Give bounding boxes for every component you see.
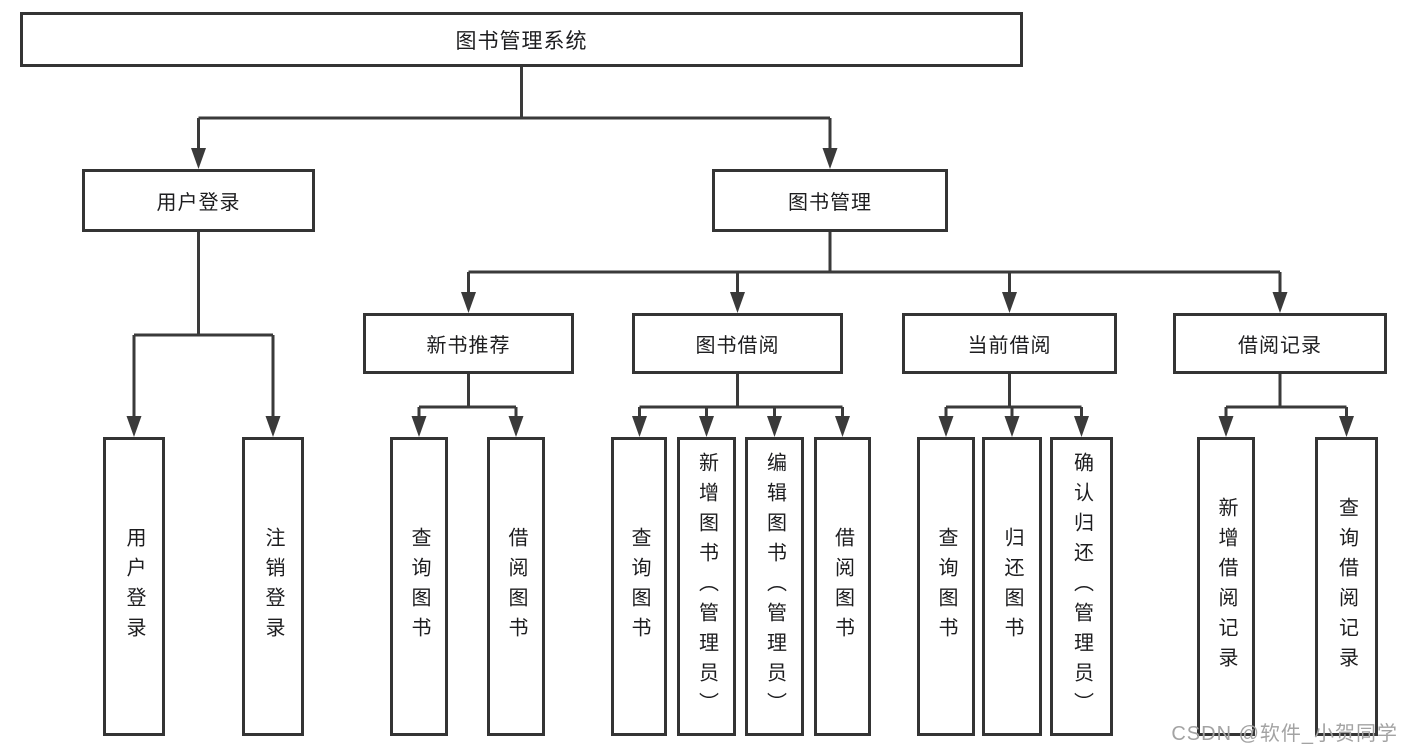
node-current-borrow-label: 当前借阅 xyxy=(967,335,1052,357)
leaf-return-books-label: 归还图书 xyxy=(1001,526,1023,647)
node-new-book-recommend: 新书推荐 xyxy=(363,313,574,374)
leaf-return-books: 归还图书 xyxy=(982,437,1042,736)
node-current-borrow: 当前借阅 xyxy=(902,313,1117,374)
node-book-borrow: 图书借阅 xyxy=(632,313,843,374)
leaf-query-books-current: 查询图书 xyxy=(917,437,975,736)
leaf-confirm-return-admin: 确认归还（管理员） xyxy=(1050,437,1113,736)
leaf-query-books-recommend: 查询图书 xyxy=(390,437,448,736)
node-user-login-label: 用户登录 xyxy=(156,192,241,214)
leaf-user-login: 用户登录 xyxy=(103,437,165,736)
leaf-borrow-books: 借阅图书 xyxy=(814,437,871,736)
leaf-add-books-admin-label: 新增图书（管理员） xyxy=(695,451,718,722)
leaf-query-books-current-label: 查询图书 xyxy=(935,526,957,647)
node-root: 图书管理系统 xyxy=(20,12,1023,67)
leaf-borrow-books-recommend-label: 借阅图书 xyxy=(505,526,527,647)
node-borrow-records-label: 借阅记录 xyxy=(1238,335,1322,357)
leaf-query-books-recommend-label: 查询图书 xyxy=(408,526,430,647)
leaf-borrow-books-recommend: 借阅图书 xyxy=(487,437,545,736)
leaf-confirm-return-admin-label: 确认归还（管理员） xyxy=(1070,451,1093,722)
node-book-borrow-label: 图书借阅 xyxy=(695,335,780,357)
leaf-logout: 注销登录 xyxy=(242,437,304,736)
leaf-logout-label: 注销登录 xyxy=(262,526,284,647)
node-book-management-label: 图书管理 xyxy=(788,192,872,214)
leaf-add-borrow-record: 新增借阅记录 xyxy=(1197,437,1255,736)
node-borrow-records: 借阅记录 xyxy=(1173,313,1387,374)
leaf-query-borrow-record-label: 查询借阅记录 xyxy=(1335,496,1358,677)
node-user-login: 用户登录 xyxy=(82,169,315,232)
leaf-borrow-books-label: 借阅图书 xyxy=(831,526,854,647)
leaf-query-books-borrow: 查询图书 xyxy=(611,437,667,736)
leaf-add-books-admin: 新增图书（管理员） xyxy=(677,437,736,736)
leaf-add-borrow-record-label: 新增借阅记录 xyxy=(1215,496,1237,677)
node-new-book-recommend-label: 新书推荐 xyxy=(426,335,511,357)
watermark-text: CSDN @软件_小贺同学 xyxy=(1171,723,1398,745)
leaf-query-books-borrow-label: 查询图书 xyxy=(628,526,650,647)
leaf-edit-books-admin: 编辑图书（管理员） xyxy=(745,437,804,736)
leaf-query-borrow-record: 查询借阅记录 xyxy=(1315,437,1378,736)
leaf-user-login-label: 用户登录 xyxy=(123,526,145,647)
node-book-management: 图书管理 xyxy=(712,169,948,232)
leaf-edit-books-admin-label: 编辑图书（管理员） xyxy=(763,451,786,722)
node-root-label: 图书管理系统 xyxy=(455,29,588,53)
